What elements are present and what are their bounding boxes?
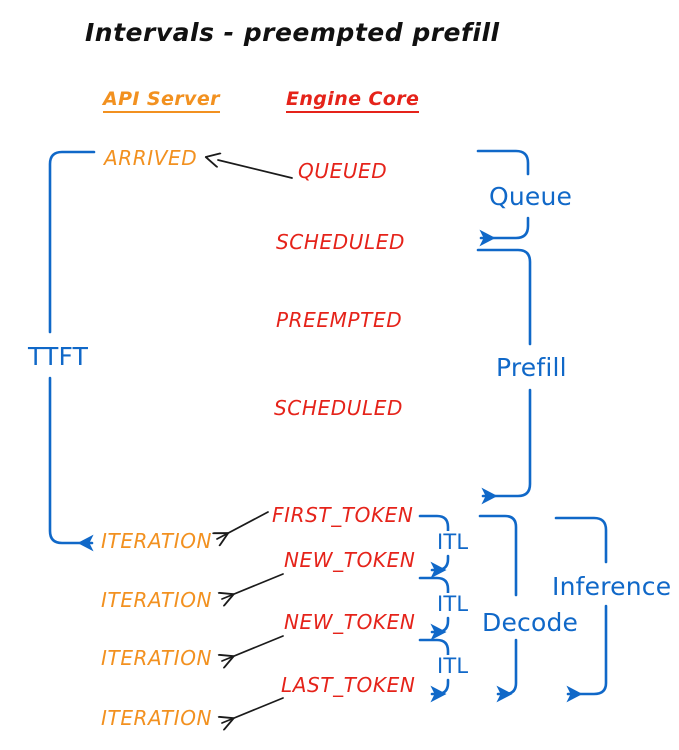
event-new-token-2: NEW_TOKEN xyxy=(284,610,416,634)
interval-label-itl-2: ITL xyxy=(434,593,472,616)
interval-bracket-decode xyxy=(478,514,518,703)
event-last-token: LAST_TOKEN xyxy=(281,673,416,697)
interval-label-itl-1: ITL xyxy=(434,531,472,554)
event-iteration-2: ITERATION xyxy=(101,588,213,612)
event-arrived: ARRIVED xyxy=(104,146,198,170)
event-scheduled-1: SCHEDULED xyxy=(276,230,405,254)
interval-label-ttft: TTFT xyxy=(24,342,93,371)
interval-label-prefill: Prefill xyxy=(492,353,571,382)
transition-arrow-new-token-1-to-iteration-2 xyxy=(222,573,284,599)
event-preempted: PREEMPTED xyxy=(276,308,403,332)
event-scheduled-2: SCHEDULED xyxy=(274,396,403,420)
interval-label-itl-3: ITL xyxy=(434,655,472,678)
event-first-token: FIRST_TOKEN xyxy=(272,503,414,527)
event-iteration-1: ITERATION xyxy=(101,529,213,553)
interval-label-queue: Queue xyxy=(485,182,577,211)
transition-arrow-first-token-to-iteration-1 xyxy=(217,511,269,539)
interval-label-decode: Decode xyxy=(478,608,583,637)
diagram-title: Intervals - preempted prefill xyxy=(85,18,500,47)
interval-label-inference: Inference xyxy=(548,572,676,601)
column-header-engine-core: Engine Core xyxy=(286,90,420,113)
transition-arrow-new-token-2-to-iteration-3 xyxy=(222,635,284,661)
event-iteration-4: ITERATION xyxy=(101,706,213,730)
interval-bracket-inference xyxy=(554,516,608,703)
event-queued: QUEUED xyxy=(298,159,388,183)
column-header-api-server: API Server xyxy=(103,90,220,113)
event-new-token-1: NEW_TOKEN xyxy=(284,548,416,572)
transition-arrow-arrived-to-queued xyxy=(218,160,293,179)
transition-arrow-last-token-to-iteration-4 xyxy=(222,697,284,723)
event-iteration-3: ITERATION xyxy=(101,646,213,670)
